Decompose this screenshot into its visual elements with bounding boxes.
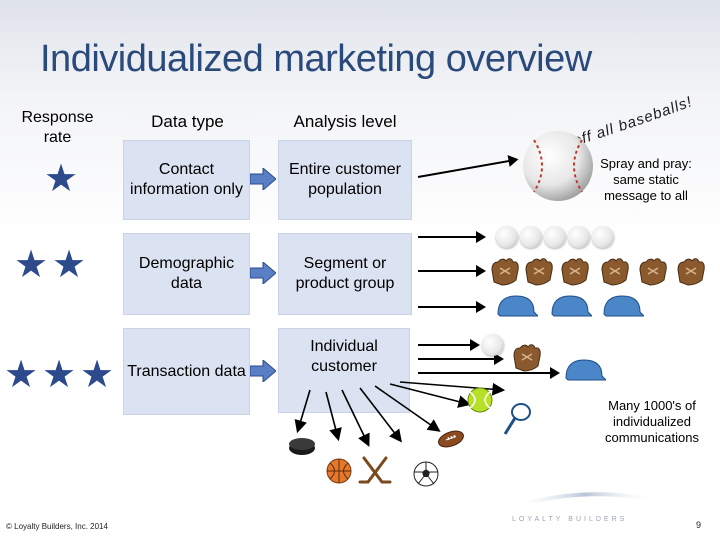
many-note: Many 1000's of individualized communicat… [605,398,699,445]
arrow-to-segment [418,231,486,243]
star-icon: ★ [80,354,115,396]
glove-icon [561,258,589,286]
hockey-sticks-icon [358,456,392,484]
header-analysis-level: Analysis level [293,112,397,131]
glove-icon [513,344,541,372]
baseball-icon [592,226,614,248]
glove-icon [525,258,553,286]
glove-icon [601,258,629,286]
arrow-to-segment [418,301,486,313]
analysis-box-1: Entire customer population [278,140,412,220]
arrow-right-icon [250,262,276,284]
star-icon: ★ [42,354,77,396]
analysis-box-3: Individual customer [278,328,410,413]
star-icon: ★ [4,354,39,396]
basketball-icon [326,458,352,484]
arrow-right-icon [250,168,276,190]
hockey-puck-icon [289,438,315,455]
glove-icon [491,258,519,286]
cap-icon [497,295,538,317]
analysis-box-2: Segment or product group [278,233,412,315]
cap-icon [551,295,592,317]
baseball-icon [568,226,590,248]
header-data-type: Data type [151,112,224,131]
data-type-box-2: Demographic data [123,233,250,315]
baseball-icon [520,226,542,248]
tennis-ball-icon [467,387,493,413]
arrow-to-individual [418,339,480,351]
tennis-racket-icon [503,403,531,435]
arrow-right-icon [250,360,276,382]
star-icon: ★ [44,158,79,200]
star-icon: ★ [52,244,87,286]
soccer-ball-icon [413,461,439,487]
page-title: Individualized marketing overview [40,38,592,80]
glove-icon [639,258,667,286]
baseball-icon [482,334,504,356]
spray-note: Spray and pray: same static message to a… [600,156,692,203]
arrow-to-individual [418,367,560,379]
cap-icon [565,359,606,381]
copyright-text: © Loyalty Builders, Inc. 2014 [6,522,108,531]
baseball-icon [523,131,593,201]
arrow-to-individual [418,353,504,365]
arrow-to-baseball [417,158,517,178]
star-icon: ★ [14,244,49,286]
football-icon [438,430,464,448]
page-number: 9 [696,520,702,530]
baseball-icon [496,226,518,248]
logo-text: LOYALTY BUILDERS [512,516,628,523]
data-type-box-1: Contact information only [123,140,250,220]
data-type-box-3: Transaction data [123,328,250,415]
glove-icon [677,258,705,286]
baseball-icon [544,226,566,248]
cap-icon [603,295,644,317]
header-response-rate: Response rate [21,109,94,146]
arrow-to-segment [418,265,486,277]
company-logo [514,492,656,508]
